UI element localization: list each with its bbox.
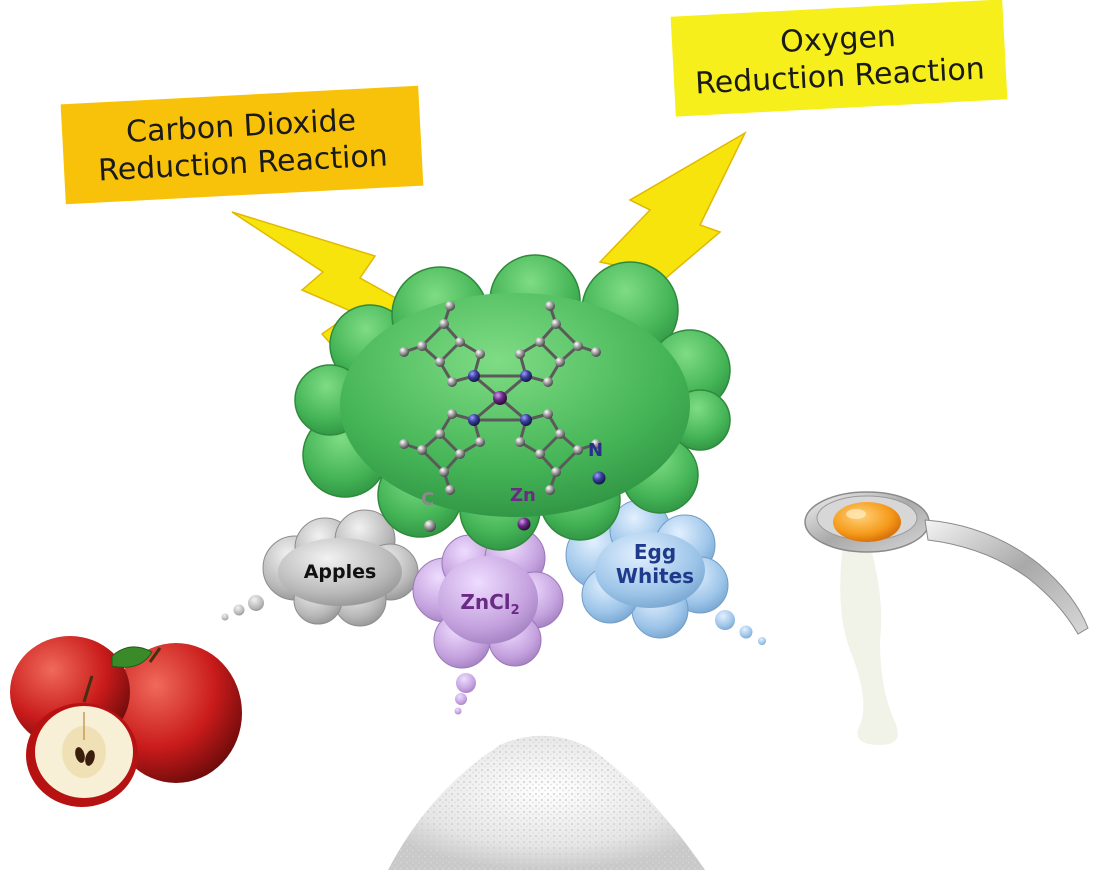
- zncl2-thought-trail: [454, 673, 476, 715]
- carbon-atom: [447, 409, 457, 419]
- zn-n-c-molecule: [399, 301, 601, 495]
- carbon-atom: [515, 437, 525, 447]
- zncl2-label-main: ZnCl: [460, 590, 511, 614]
- egg-whites-thought-trail: [715, 610, 766, 645]
- carbon-atom: [555, 429, 565, 439]
- carbon-atom-legend: [424, 520, 436, 532]
- oxygen-reduction-label: Oxygen Reduction Reaction: [670, 0, 1008, 117]
- nitrogen-atom: [520, 414, 532, 426]
- apples-label: Apples: [303, 561, 377, 583]
- zinc-atom-legend: [517, 517, 531, 531]
- carbon-atom: [551, 467, 561, 477]
- zncl2-label: ZnCl2: [440, 590, 540, 618]
- egg-whites-line-2: Whites: [615, 564, 695, 588]
- carbon-atom: [543, 377, 553, 387]
- apples-cloud: [262, 509, 419, 627]
- carbon-atom: [551, 319, 561, 329]
- carbon-atom: [591, 439, 601, 449]
- carbon-atom: [545, 301, 555, 311]
- carbon-atom: [591, 347, 601, 357]
- carbon-atom: [439, 319, 449, 329]
- carbon-atom: [545, 485, 555, 495]
- nitrogen-atom: [520, 370, 532, 382]
- carbon-atom: [455, 449, 465, 459]
- molecule-bond: [420, 322, 446, 348]
- carbon-atom: [573, 341, 583, 351]
- carbon-atom: [555, 357, 565, 367]
- egg-whites-cloud: [565, 499, 729, 639]
- carbon-atom: [573, 445, 583, 455]
- apples-thought-trail: [221, 595, 264, 621]
- zncl2-label-subscript: 2: [510, 603, 520, 618]
- egg-whites-label: Egg Whites: [605, 540, 705, 588]
- powder-pile-icon: [388, 735, 705, 870]
- molecule-bond: [554, 448, 580, 474]
- carbon-atom: [417, 341, 427, 351]
- carbon-atom: [445, 485, 455, 495]
- carbon-atom: [435, 357, 445, 367]
- co2-reduction-label: Carbon Dioxide Reduction Reaction: [60, 85, 424, 205]
- carbon-atom: [399, 439, 409, 449]
- carbon-atom: [535, 449, 545, 459]
- zinc-atom-label: Zn: [510, 485, 536, 506]
- carbon-atom: [445, 301, 455, 311]
- carbon-atom: [439, 467, 449, 477]
- carbon-atom: [535, 337, 545, 347]
- carbon-atom: [475, 437, 485, 447]
- nitrogen-atom: [468, 370, 480, 382]
- carbon-atom: [455, 337, 465, 347]
- molecule-bond: [420, 448, 446, 474]
- carbon-atom: [399, 347, 409, 357]
- nitrogen-atom: [468, 414, 480, 426]
- molecule-bond: [554, 322, 580, 348]
- carbon-atom: [475, 349, 485, 359]
- carbon-atom: [515, 349, 525, 359]
- carbon-atom: [543, 409, 553, 419]
- carbon-atom: [447, 377, 457, 387]
- apple-icon: [10, 636, 242, 807]
- nitrogen-atom-label: N: [588, 440, 604, 461]
- carbon-atom: [435, 429, 445, 439]
- nitrogen-atom-legend: [592, 471, 606, 485]
- egg-whites-line-1: Egg: [633, 540, 677, 564]
- zinc-atom: [493, 391, 507, 405]
- egg-separator-icon: [804, 491, 1089, 745]
- carbon-atom: [417, 445, 427, 455]
- carbon-atom-label: C: [421, 489, 435, 510]
